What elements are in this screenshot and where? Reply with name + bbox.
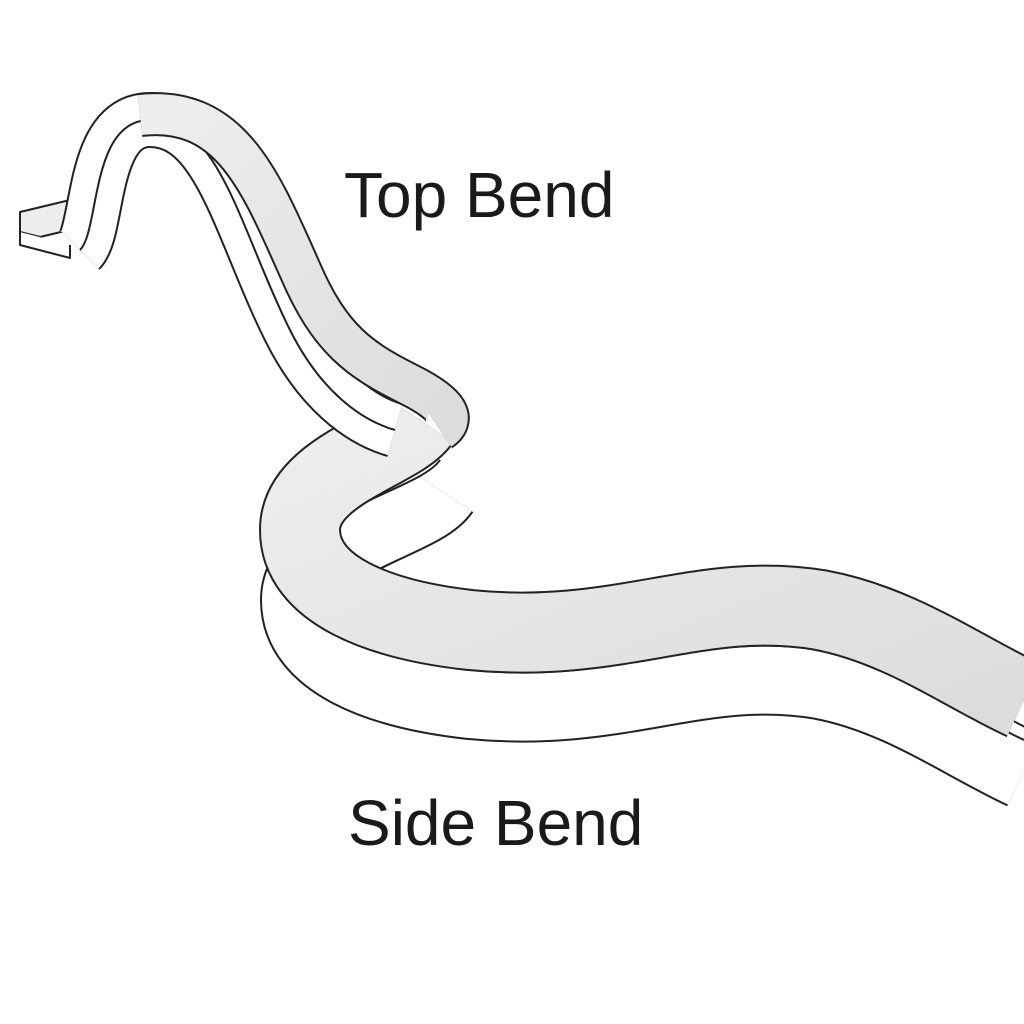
side-bend-strip [259, 393, 1024, 807]
top-bend-strip [19, 92, 470, 457]
side-bend-label: Side Bend [348, 787, 644, 859]
top-bend-label: Top Bend [344, 159, 615, 231]
